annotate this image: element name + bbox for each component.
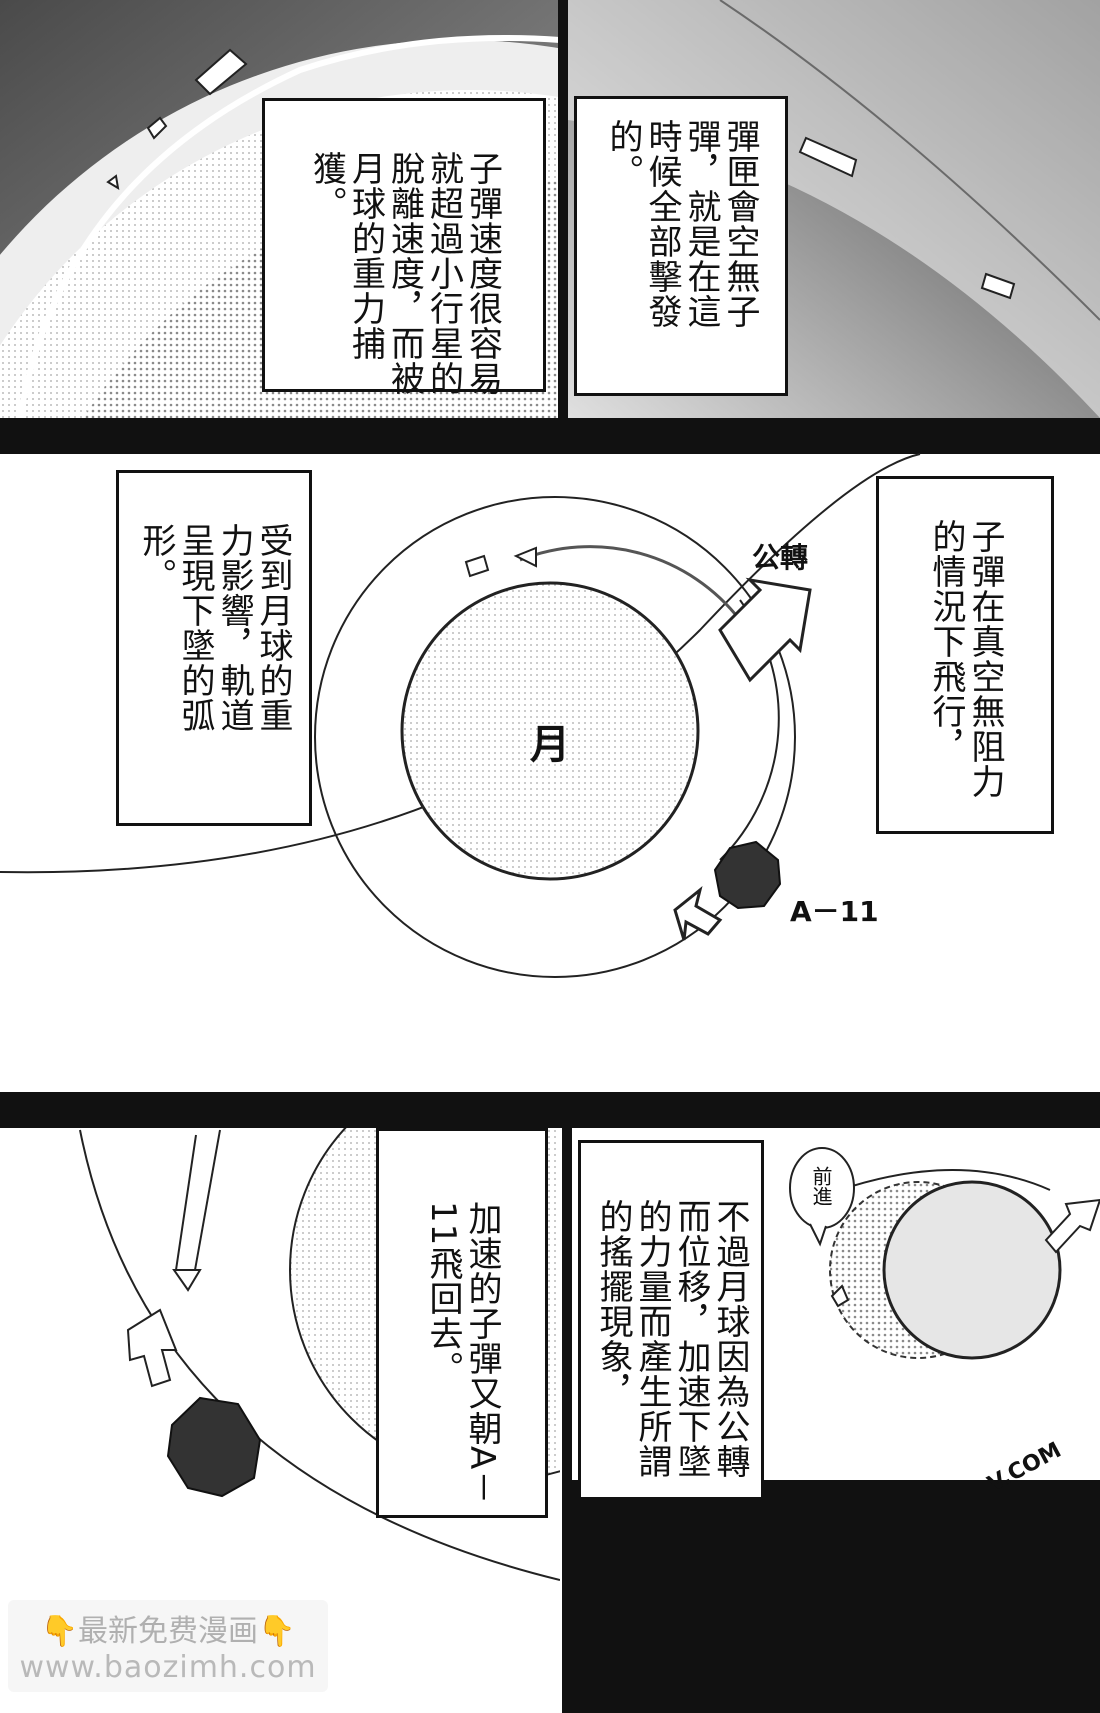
caption-top-right: 彈匣會空無子彈，就是在這時候全部擊發的。 <box>574 96 788 396</box>
speech-bubble-text: 前進 <box>809 1166 833 1206</box>
panel-bottom-right <box>572 1147 1100 1488</box>
caption-bottom-right: 不過月球因為公轉而位移，加速下墜的力量而產生所謂的搖擺現象， <box>578 1140 764 1500</box>
return-arrow <box>673 886 723 941</box>
caption-text: 子彈速度很容易就超過小行星的脫離速度，而被月球的重力捕獲。 <box>306 151 503 396</box>
asteroid-label: A－11 <box>790 895 879 928</box>
watermark-box: 👇最新免费漫画👇 www.baozimh.com <box>8 1600 328 1692</box>
bullet-shard <box>798 136 1016 300</box>
caption-middle-right: 子彈在真空無阻力的情況下飛行， <box>876 476 1054 834</box>
caption-bottom-left: 加速的子彈又朝A－11飛回去。 <box>376 1128 548 1518</box>
orbit-arrow <box>718 577 812 683</box>
asteroid <box>713 840 782 910</box>
moon-circle <box>400 581 700 881</box>
moon-label: 月 <box>530 722 570 768</box>
orbit-diagram <box>0 453 921 978</box>
caption-text: 子彈在真空無阻力的情況下飛行， <box>926 519 1005 799</box>
bullet-shard <box>106 48 248 190</box>
watermark-line1: 👇最新免费漫画👇 <box>40 1614 296 1649</box>
orbit-label: 公轉 <box>752 541 809 574</box>
watermark-line2: www.baozimh.com <box>19 1650 317 1685</box>
caption-top-left: 子彈速度很容易就超過小行星的脫離速度，而被月球的重力捕獲。 <box>262 98 546 396</box>
caption-text: 加速的子彈又朝A－11飛回去。 <box>423 1201 502 1506</box>
caption-text: 不過月球因為公轉而位移，加速下墜的力量而產生所謂的搖擺現象， <box>593 1199 750 1479</box>
caption-middle-left: 受到月球的重力影響，軌道呈現下墜的弧形。 <box>116 470 312 826</box>
caption-text: 彈匣會空無子彈，就是在這時候全部擊發的。 <box>603 119 760 329</box>
caption-text: 受到月球的重力影響，軌道呈現下墜的弧形。 <box>136 523 293 733</box>
asteroid <box>166 1396 262 1498</box>
